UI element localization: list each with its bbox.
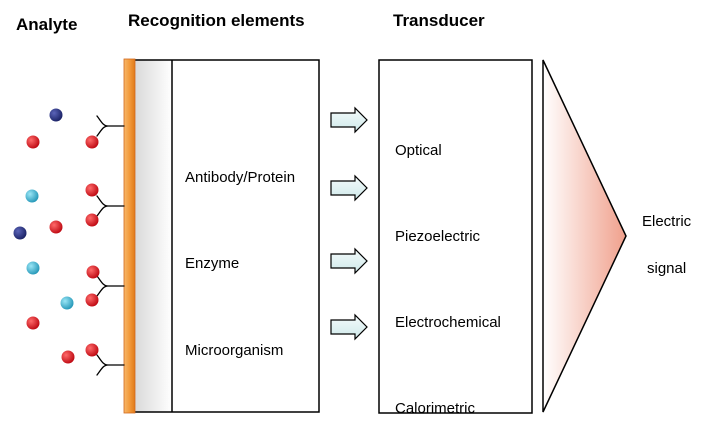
analyte-particle-red [85, 343, 99, 357]
analyte-particle-red [85, 135, 99, 149]
recognition-item-antibody-protein: Antibody/Protein [185, 169, 296, 186]
antibody-icon [96, 354, 125, 376]
flow-arrows [330, 106, 368, 341]
analyte-particle-cyan [60, 296, 74, 310]
analyte-particle-red [61, 350, 75, 364]
transducer-box [378, 59, 533, 414]
transducer-item-calorimetric: Calorimetric [395, 400, 476, 417]
antibody-icon [96, 275, 125, 297]
flow-arrow [330, 313, 368, 341]
analyte-particle-red [85, 293, 99, 307]
antibody-icon [96, 195, 125, 217]
output-label-signal: signal [647, 260, 687, 277]
analyte-particle-red [85, 183, 99, 197]
output-label-electric: Electric [642, 213, 692, 230]
substrate-bar [123, 58, 136, 414]
transducer-item-electrochemical: Electrochemical [395, 314, 501, 331]
recognition-item-enzyme: Enzyme [185, 255, 240, 272]
flow-arrow [330, 174, 368, 202]
flow-arrow [330, 106, 368, 134]
antibody-receptors [96, 115, 125, 376]
transducer-item-optical: Optical [395, 142, 442, 159]
analyte-particle-red [85, 213, 99, 227]
header-analyte: Analyte [16, 15, 78, 34]
antibody-icon [96, 115, 125, 137]
analyte-particle-cyan [25, 189, 39, 203]
header-recognition-elements: Recognition elements [128, 11, 305, 30]
recognition-gradient-layer [130, 60, 172, 412]
header-transducer: Transducer [393, 11, 485, 30]
signal-amplifier-triangle [542, 59, 627, 413]
analyte-particle-red [49, 220, 63, 234]
analyte-particle-red [86, 265, 100, 279]
transducer-item-piezoelectric: Piezoelectric [395, 228, 481, 245]
analyte-particles [13, 108, 100, 364]
flow-arrow [330, 247, 368, 275]
analyte-particle-red [26, 316, 40, 330]
analyte-particle-navy [13, 226, 27, 240]
analyte-particle-red [26, 135, 40, 149]
analyte-particle-cyan [26, 261, 40, 275]
analyte-particle-navy [49, 108, 63, 122]
recognition-item-microorganism: Microorganism [185, 342, 284, 359]
